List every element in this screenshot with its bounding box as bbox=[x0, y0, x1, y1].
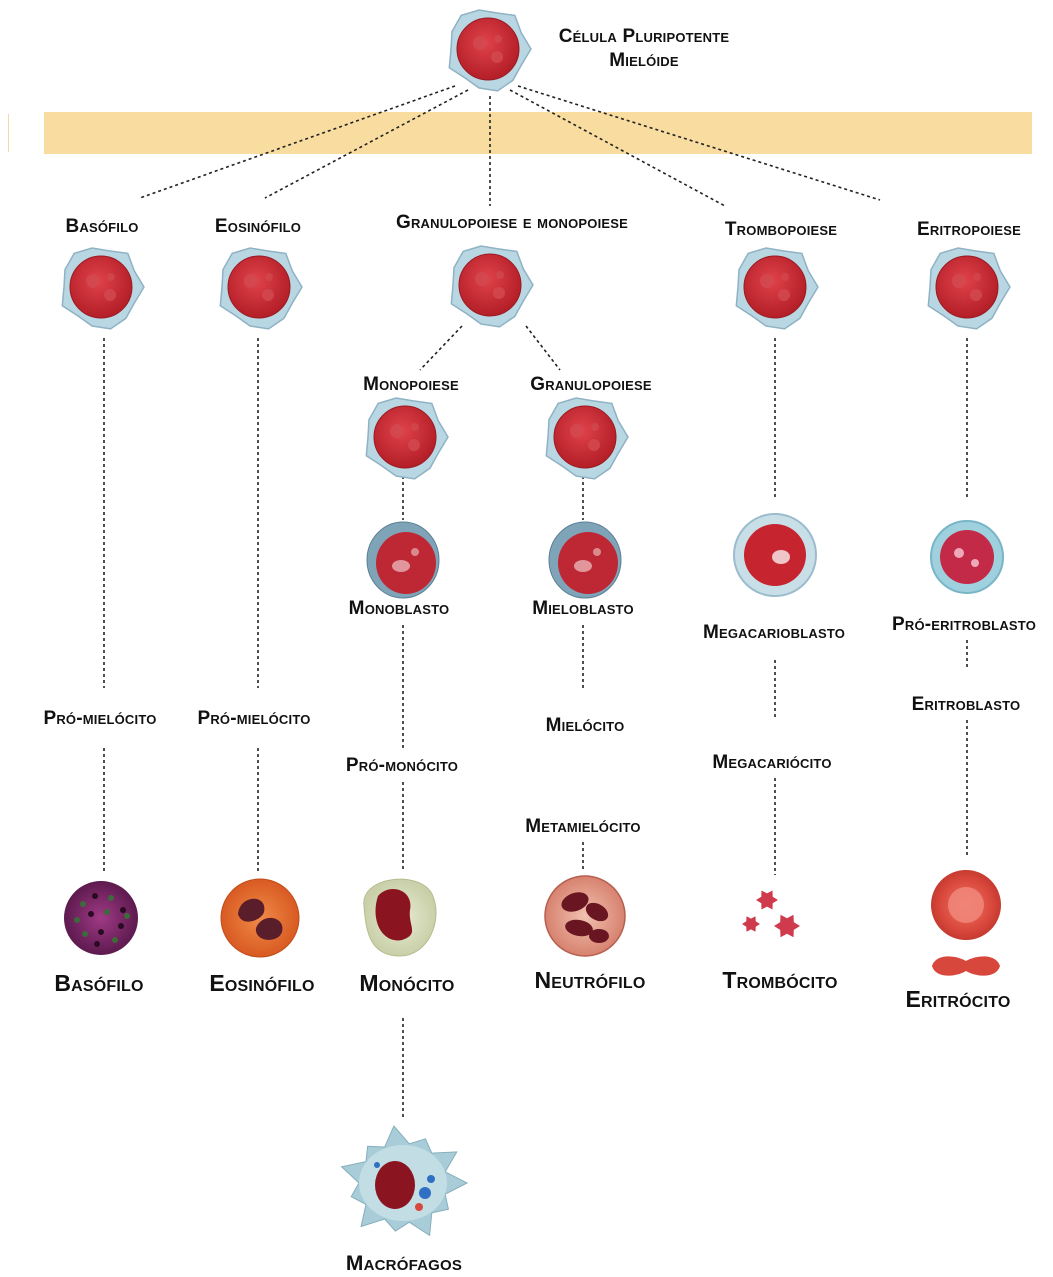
monopoiese-progenitor-cell bbox=[366, 398, 448, 479]
granulo-mono-branch-title: Granulopoiese e monopoiese bbox=[396, 212, 628, 234]
monopoiese-title: Monopoiese bbox=[363, 374, 459, 396]
metamielocito-label: Metamielócito bbox=[525, 816, 640, 838]
mieloblasto-cell bbox=[549, 522, 621, 598]
eosinofilo-branch-title: Eosinófilo bbox=[215, 216, 301, 238]
eritrocito-final-label: Eritrócito bbox=[905, 986, 1010, 1013]
basofilo-progenitor-cell bbox=[62, 248, 144, 329]
granulopoiese-progenitor-cell bbox=[546, 398, 628, 479]
eosinofilo-progenitor-cell bbox=[220, 248, 302, 329]
trombopoiese-progenitor-cell bbox=[736, 248, 818, 329]
basofilo-final-label: Basófilo bbox=[54, 970, 143, 997]
trombopoiese-branch-title: Trombopoiese bbox=[725, 219, 837, 241]
monocito-cell bbox=[364, 879, 436, 956]
granulopoiese-title: Granulopoiese bbox=[530, 374, 651, 396]
monoblasto-label: Monoblasto bbox=[349, 598, 450, 620]
root-label-line2: Mielóide bbox=[559, 49, 730, 73]
neutrofilo-cell bbox=[545, 876, 625, 956]
cell-illustrations bbox=[62, 10, 1010, 1235]
eritropoiese-branch-title: Eritropoiese bbox=[917, 219, 1021, 241]
basofilo-promielocito-label: Pró-mielócito bbox=[43, 708, 156, 730]
eritroblasto-label: Eritroblasto bbox=[912, 694, 1021, 716]
granulo-mono-progenitor-cell bbox=[451, 246, 533, 327]
basofilo-branch-title: Basófilo bbox=[65, 216, 138, 238]
pro-eritroblasto-cell bbox=[931, 521, 1003, 593]
eosinofilo-promielocito-label: Pró-mielócito bbox=[197, 708, 310, 730]
megacariocito-label: Megacariócito bbox=[712, 752, 831, 774]
megacarioblasto-label: Megacarioblasto bbox=[703, 622, 845, 644]
monocito-final-label: Monócito bbox=[359, 970, 454, 997]
mielocito-label: Mielócito bbox=[546, 715, 625, 737]
monoblasto-cell bbox=[367, 522, 439, 598]
root-label-line1: Célula Pluripotente bbox=[559, 25, 730, 49]
neutrofilo-final-label: Neutrófilo bbox=[534, 967, 645, 994]
mieloblasto-label: Mieloblasto bbox=[532, 598, 634, 620]
trombocito-final-label: Trombócito bbox=[722, 967, 837, 994]
eosinofilo-final-label: Eosinófilo bbox=[209, 970, 314, 997]
macrofagos-label: Macrófagos bbox=[346, 1252, 462, 1276]
macrofago-cell bbox=[342, 1126, 467, 1235]
basofilo-cell bbox=[64, 881, 138, 955]
trombocito-cells bbox=[742, 891, 800, 938]
eritropoiese-progenitor-cell bbox=[928, 248, 1010, 329]
root-stem-cell bbox=[449, 10, 531, 91]
megacarioblasto-cell bbox=[734, 514, 816, 596]
eosinofilo-cell bbox=[221, 879, 299, 957]
eritrocito-cells bbox=[931, 870, 1001, 976]
root-cell-label: Célula Pluripotente Mielóide bbox=[559, 25, 730, 73]
promonocito-label: Pró-monócito bbox=[346, 755, 458, 777]
pro-eritroblasto-label: Pró-eritroblasto bbox=[892, 614, 1036, 636]
